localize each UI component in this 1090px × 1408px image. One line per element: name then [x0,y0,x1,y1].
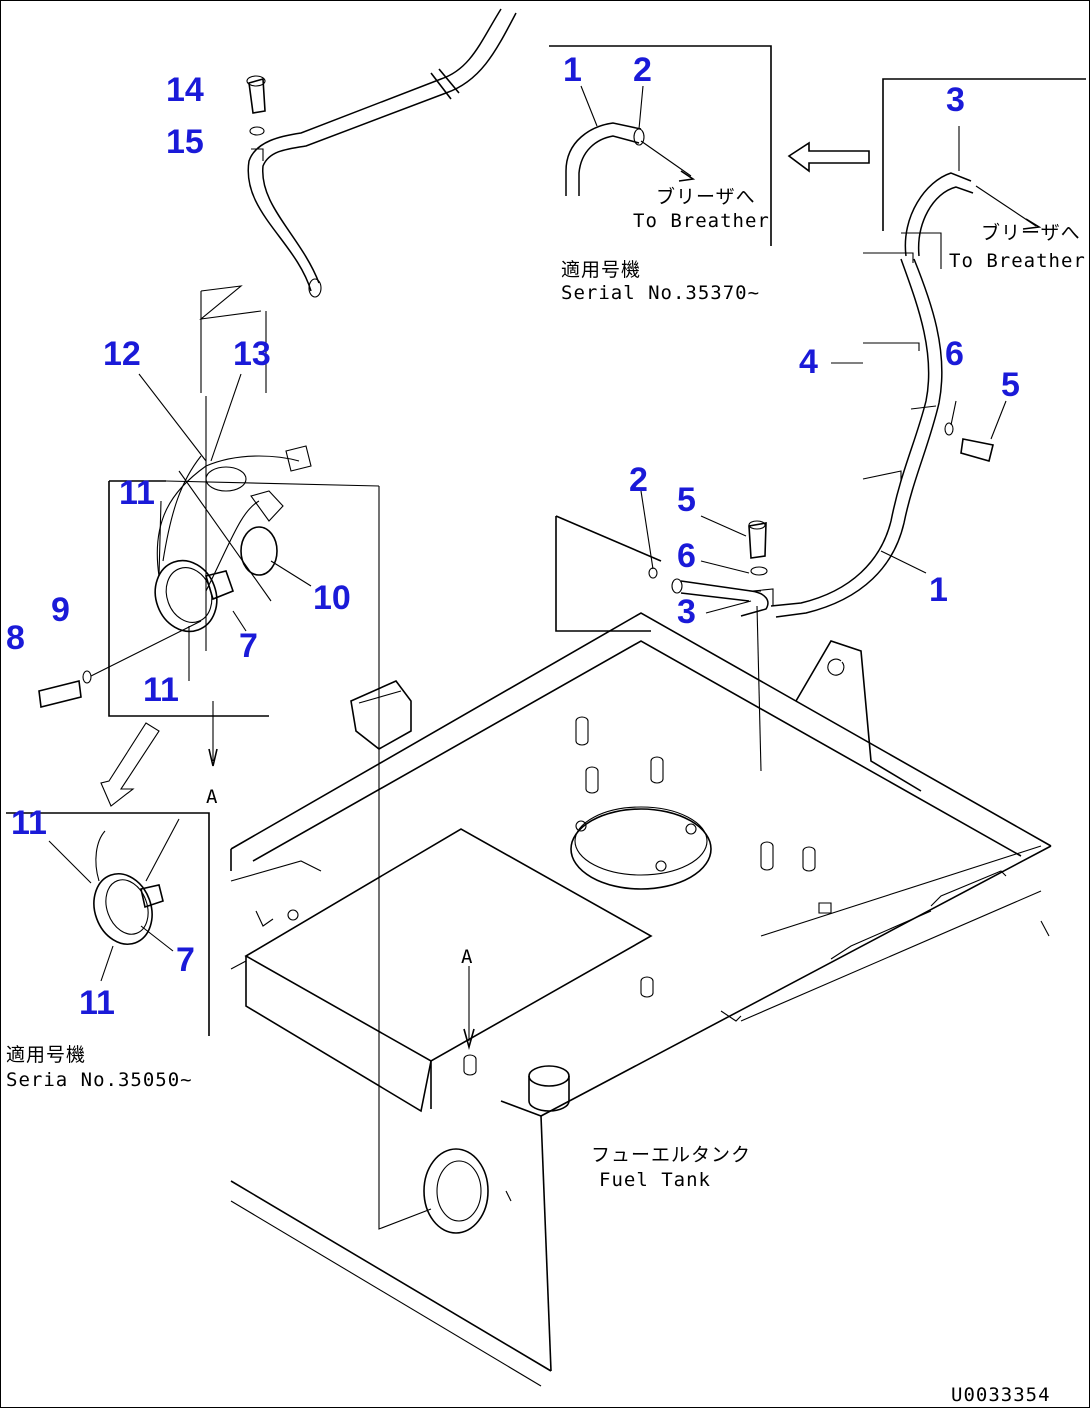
fuel-tank [230,612,1052,1387]
note-serial-jp: 適用号機 [561,259,641,281]
callout-14: 14 [166,71,204,109]
callout-6: 6 [945,335,964,373]
callout-labels: 14 15 12 13 11 11 10 9 8 7 11 7 11 1 2 3… [6,51,1020,1022]
note-breather-jp: ブリーザへ [656,185,756,208]
callout-6: 6 [677,537,696,575]
callout-13: 13 [233,335,271,373]
view-ref-a: A [206,786,218,808]
callout-2: 2 [633,51,652,89]
view-ref-a: A [461,946,473,968]
callout-11: 11 [143,671,179,709]
note-breather-en: To Breather [633,210,770,232]
callout-7: 7 [176,941,195,979]
callout-10: 10 [313,579,351,617]
callout-5: 5 [1001,366,1020,404]
note-breather-jp: ブリーザへ [981,221,1081,244]
callout-9: 9 [51,591,70,629]
breather-hose-upper [199,8,517,393]
sensor-detail-inset [6,722,210,1036]
callout-1: 1 [929,571,948,609]
callout-7: 7 [239,627,258,665]
level-sensor-assembly [38,373,380,767]
breather-hose-right [640,78,1086,772]
callout-8: 8 [6,619,25,657]
note-fuel-tank-jp: フューエルタンク [591,1144,751,1166]
callout-11: 11 [11,804,47,842]
view-arrows [463,590,761,1050]
annotation-notes: ブリーザへ To Breather ブリーザへ To Breather 適用号機… [6,185,1086,1406]
callout-12: 12 [103,335,141,373]
shield-panel [378,486,662,1230]
callout-3: 3 [677,593,696,631]
callout-5: 5 [677,481,696,519]
drawing-id: U0033354 [951,1384,1051,1406]
callout-4: 4 [799,343,818,381]
callout-2: 2 [629,461,648,499]
note-fuel-tank-en: Fuel Tank [599,1169,711,1191]
callout-3: 3 [946,81,965,119]
callout-11: 11 [119,474,155,512]
note-serial-en: Seria No.35050~ [6,1069,193,1091]
note-serial-en: Serial No.35370~ [561,282,760,304]
note-serial-jp: 適用号機 [6,1044,86,1066]
serial-35370-inset [549,45,870,246]
callout-11: 11 [79,984,115,1022]
callout-15: 15 [166,123,204,161]
callout-1: 1 [563,51,582,89]
note-breather-en: To Breather [949,250,1086,272]
